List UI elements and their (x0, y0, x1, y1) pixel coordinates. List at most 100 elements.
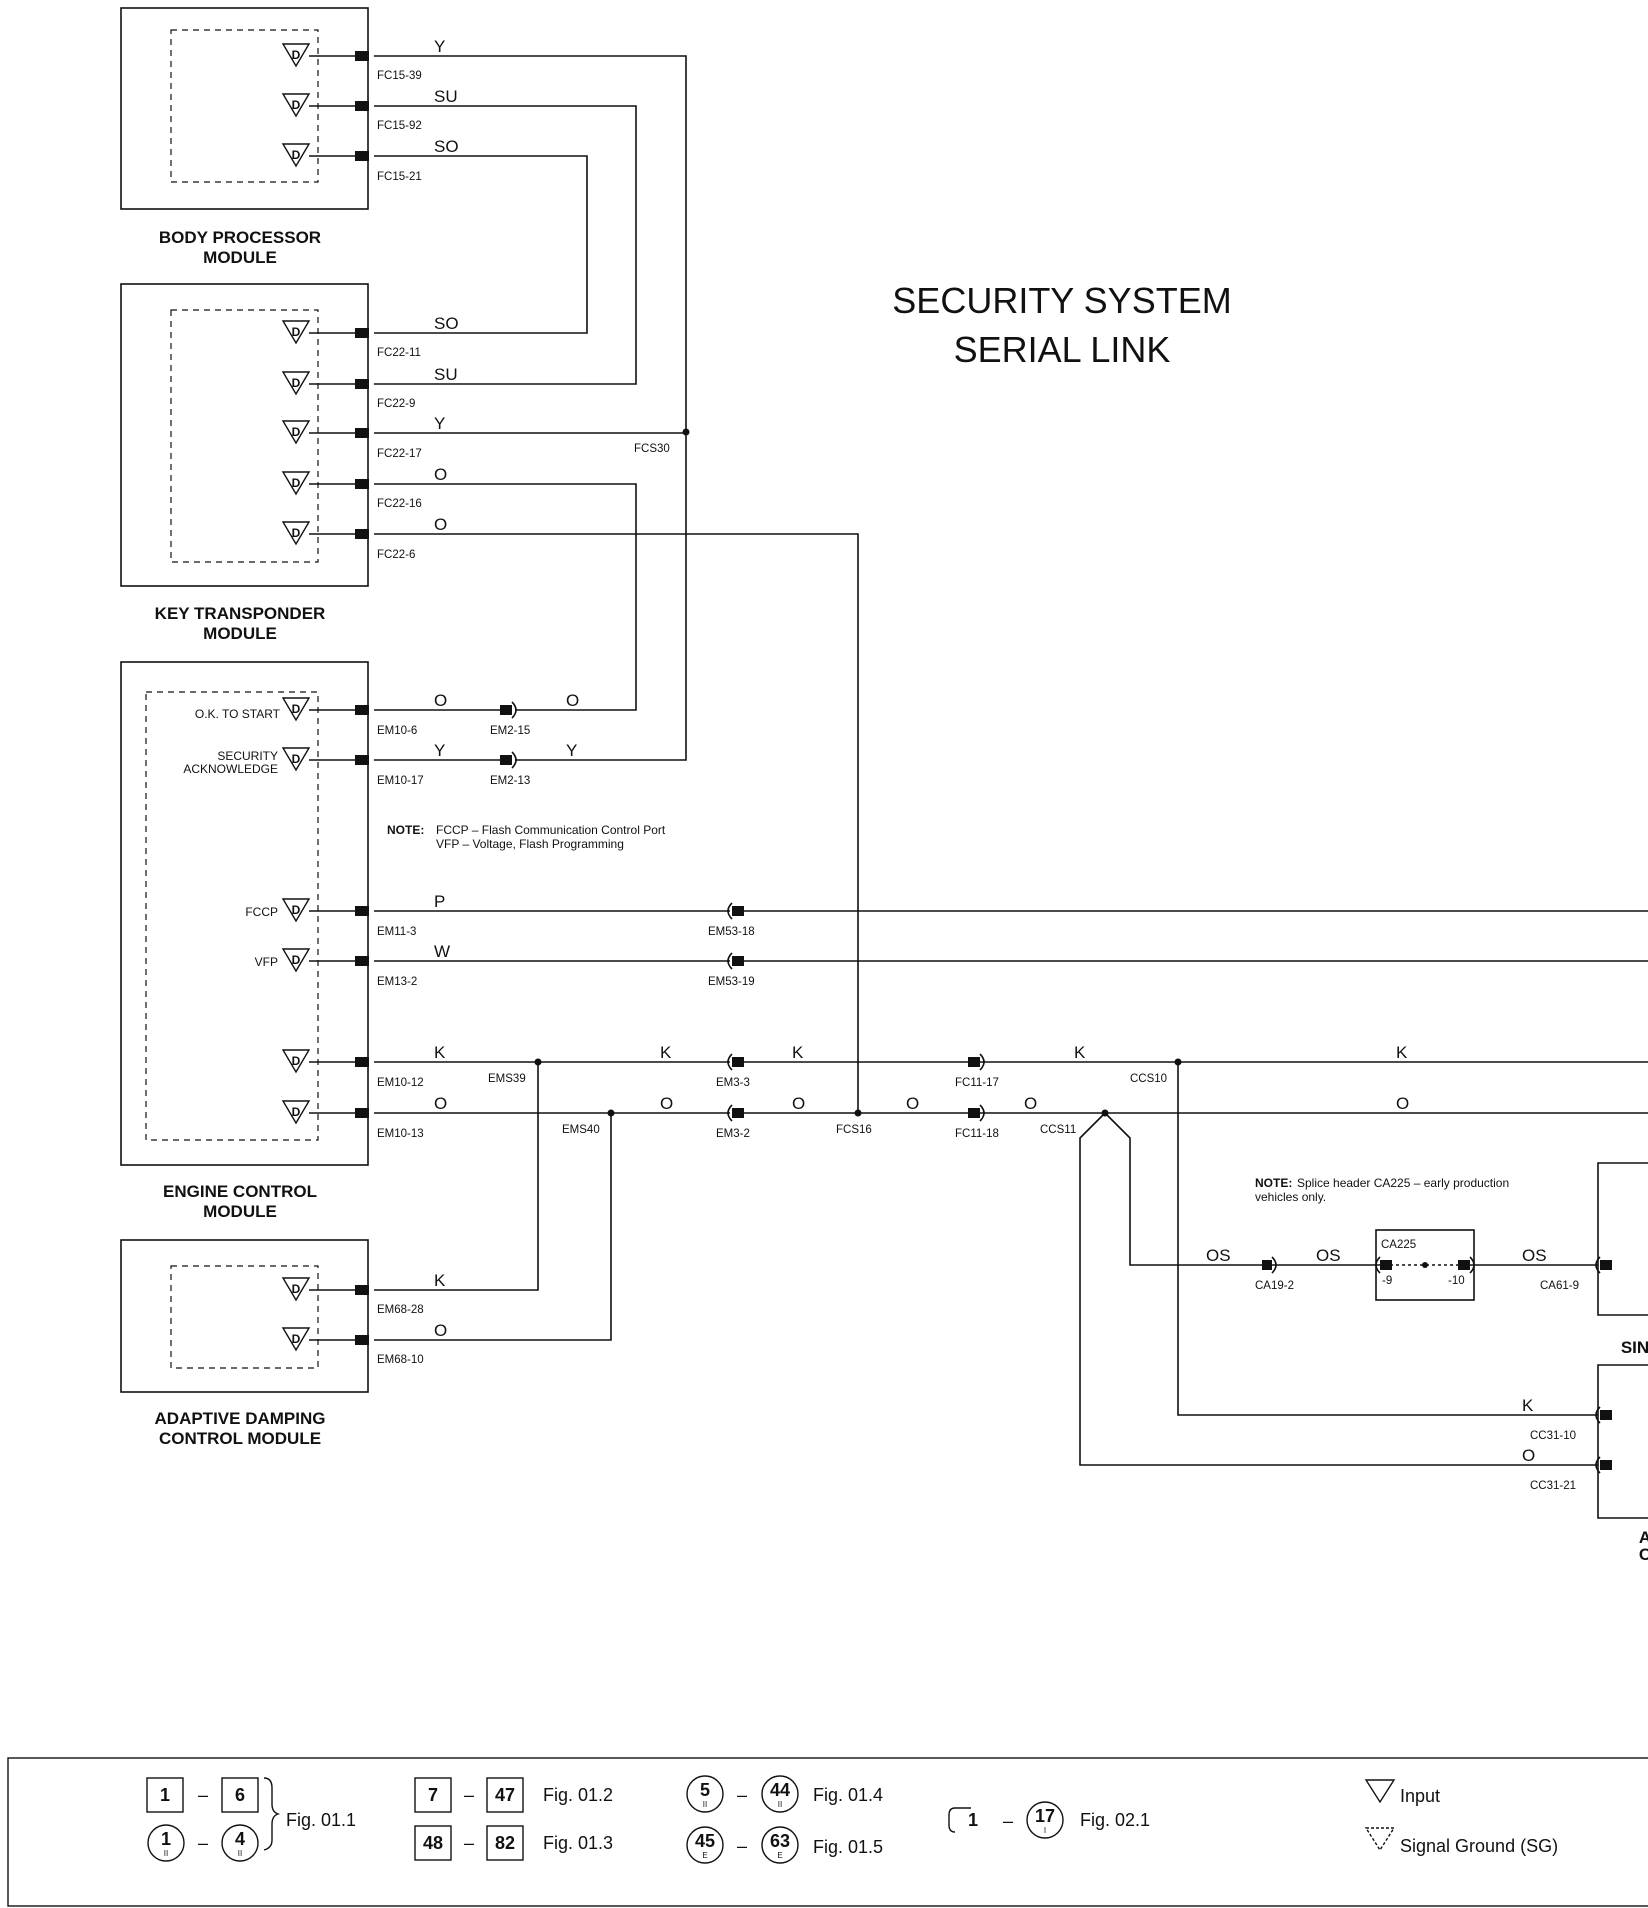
note-text: Splice header CA225 – early production (1297, 1176, 1509, 1190)
module-name: ADAPTIVE DAMPING (155, 1409, 326, 1428)
splice-label: EMS39 (488, 1073, 526, 1085)
d-symbol: D (292, 1105, 301, 1119)
note-head: NOTE: (387, 823, 424, 837)
legend-dash: – (464, 1833, 474, 1853)
legend-subscript: E (777, 1851, 782, 1860)
wire-color: Y (434, 37, 445, 56)
d-symbol: D (292, 752, 301, 766)
pin-label: VFP (255, 955, 278, 969)
connector-label: EM2-13 (490, 775, 530, 787)
wire-color: O (1024, 1094, 1037, 1113)
d-symbol: D (292, 148, 301, 162)
d-symbol: D (292, 1054, 301, 1068)
wire-color: O (434, 691, 447, 710)
wire-color: O (434, 465, 447, 484)
module-name-partial: A (1639, 1528, 1648, 1547)
legend-subscript: II (164, 1849, 168, 1858)
wire-color: OS (1522, 1246, 1547, 1265)
legend-dash: – (737, 1785, 747, 1805)
legend (146, 1775, 1396, 1864)
d-symbol: D (292, 953, 301, 967)
connector-label: FC15-21 (377, 171, 422, 183)
module-name: MODULE (203, 624, 277, 643)
pin-label: FCCP (245, 905, 278, 919)
wire-color: K (434, 1043, 446, 1062)
wire-color: K (1522, 1396, 1534, 1415)
wire-color: Y (434, 414, 445, 433)
pin-label: ACKNOWLEDGE (183, 762, 278, 776)
diagram-title-line2: SERIAL LINK (954, 329, 1171, 370)
connector-label: FC11-18 (955, 1128, 999, 1140)
splice-label: FCS30 (634, 443, 670, 455)
module-name: BODY PROCESSOR (159, 228, 321, 247)
adaptive-damping-module-box (120, 1239, 369, 1393)
wire-color: W (434, 942, 450, 961)
legend-value: 1 (160, 1785, 170, 1805)
connector-label: EM68-10 (377, 1354, 424, 1366)
legend-figure-ref: Fig. 02.1 (1080, 1810, 1150, 1830)
module-name: KEY TRANSPONDER (155, 604, 326, 623)
connector-label: EM10-13 (377, 1128, 424, 1140)
diagram-title-line1: SECURITY SYSTEM (892, 280, 1231, 321)
d-symbol: D (292, 1332, 301, 1346)
d-symbol: D (292, 903, 301, 917)
wire-color: O (434, 1094, 447, 1113)
module-name: ENGINE CONTROL (163, 1182, 317, 1201)
legend-sg-label: Signal Ground (SG) (1400, 1836, 1558, 1856)
wire-color: SU (434, 87, 458, 106)
note-head: NOTE: (1255, 1176, 1292, 1190)
d-symbol: D (292, 98, 301, 112)
legend-figure-ref: Fig. 01.4 (813, 1785, 883, 1805)
wire-color: O (434, 1321, 447, 1340)
wire-color: O (1522, 1446, 1535, 1465)
wire-color: K (1074, 1043, 1086, 1062)
legend-figure-ref: Fig. 01.2 (543, 1785, 613, 1805)
d-symbol: D (292, 1282, 301, 1296)
splice-label: FCS16 (836, 1124, 872, 1136)
d-symbol: D (292, 325, 301, 339)
wire-color: SO (434, 314, 459, 333)
legend-value: 48 (423, 1833, 443, 1853)
note-text: FCCP – Flash Communication Control Port (436, 823, 666, 837)
note-text: vehicles only. (1255, 1190, 1326, 1204)
legend-dash: – (198, 1833, 208, 1853)
legend-figure-ref: Fig. 01.3 (543, 1833, 613, 1853)
connector-label: FC15-39 (377, 70, 422, 82)
legend-value: 6 (235, 1785, 245, 1805)
connector-label: FC22-17 (377, 448, 422, 460)
wire-color: K (1396, 1043, 1408, 1062)
connector-label: CC31-10 (1530, 1430, 1576, 1442)
wire-color: O (906, 1094, 919, 1113)
wire-color: Y (434, 741, 445, 760)
legend-value: 82 (495, 1833, 515, 1853)
connector-label: CA19-2 (1255, 1280, 1294, 1292)
d-symbol: D (292, 702, 301, 716)
wire-color: K (792, 1043, 804, 1062)
connector-label: FC15-92 (377, 120, 422, 132)
legend-dash: – (1003, 1811, 1013, 1831)
legend-input-label: Input (1400, 1786, 1440, 1806)
wire-color: OS (1316, 1246, 1341, 1265)
module-name: MODULE (203, 248, 277, 267)
connector-label: CA61-9 (1540, 1280, 1579, 1292)
pin-label: O.K. TO START (195, 707, 281, 721)
d-symbol: D (292, 476, 301, 490)
wire-color: O (792, 1094, 805, 1113)
legend-figure-ref: Fig. 01.5 (813, 1837, 883, 1857)
wire-color: O (566, 691, 579, 710)
splice-label: EMS40 (562, 1124, 600, 1136)
body-processor-module-box (120, 7, 369, 210)
legend-value: 1 (161, 1829, 171, 1849)
connector-label: -9 (1382, 1275, 1392, 1287)
connector-label: EM13-2 (377, 976, 417, 988)
wire-color: O (434, 515, 447, 534)
connector-label: EM68-28 (377, 1304, 424, 1316)
wire-color: K (660, 1043, 672, 1062)
legend-subscript: II (238, 1849, 242, 1858)
connector-label: EM10-6 (377, 725, 417, 737)
wire-color: SO (434, 137, 459, 156)
key-transponder-module-box (120, 283, 369, 587)
connector-label: -10 (1448, 1275, 1465, 1287)
legend-value: 17 (1035, 1806, 1055, 1826)
legend-value: 5 (700, 1780, 710, 1800)
